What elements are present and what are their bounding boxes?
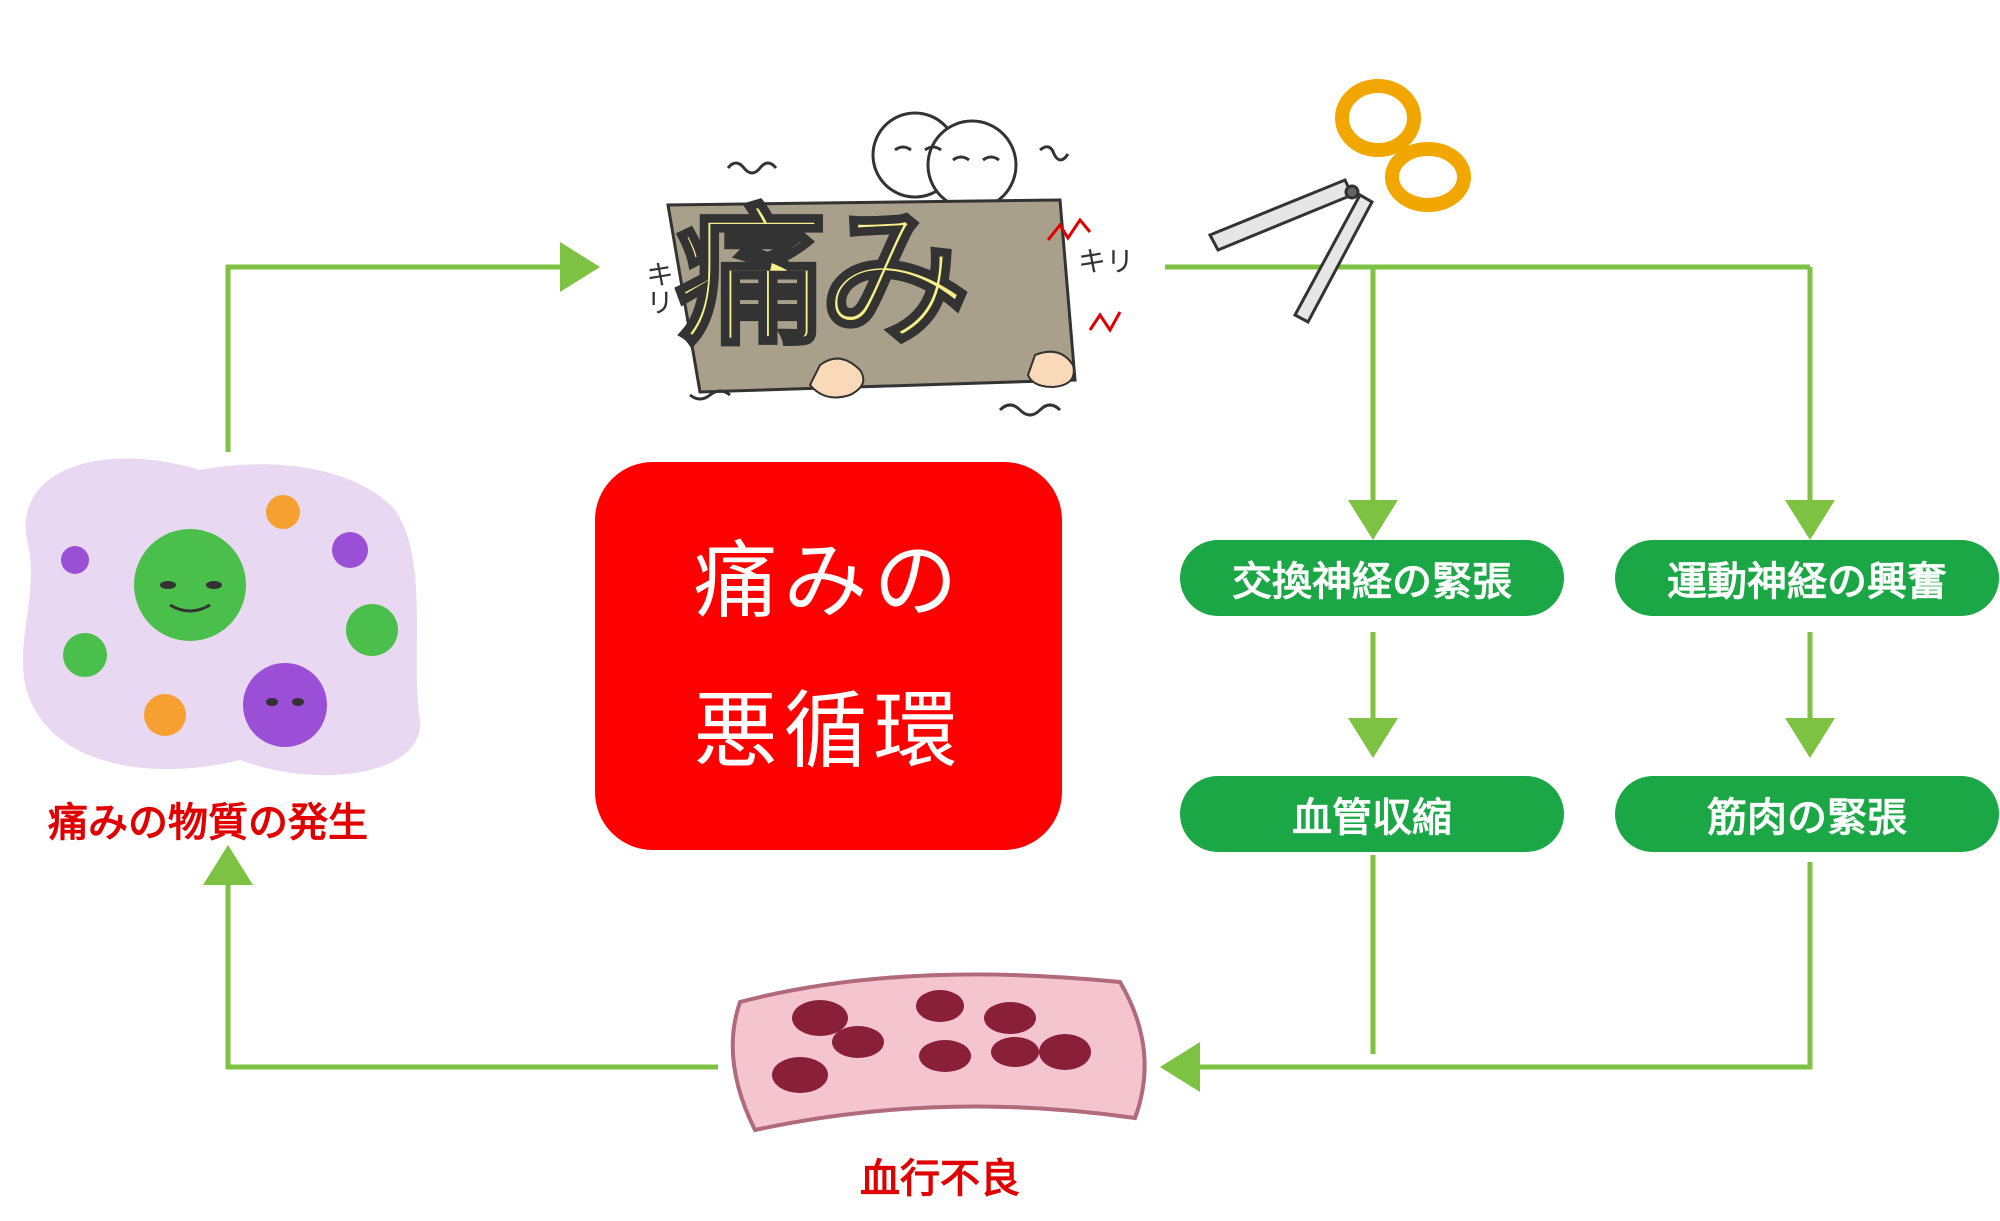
center-line-2: 悪循環 (693, 682, 964, 780)
center-line-1: 痛みの (693, 532, 964, 630)
pain-kiri-right: キリ (1078, 245, 1135, 278)
vicious-cycle-box: 痛みの 悪循環 (595, 462, 1062, 850)
pill-motor-excitation: 運動神経の興奮 (1615, 540, 1999, 616)
arrow-substance-to-pain (225, 242, 600, 452)
pill-muscle-tension: 筋肉の緊張 (1615, 776, 1999, 852)
pain-kiri-left: キリ (642, 260, 675, 316)
pill-vasoconstriction: 血管収縮 (1180, 776, 1564, 852)
pain-text: 痛み (674, 188, 972, 368)
arrow-circulation-to-substance (203, 845, 718, 1070)
label-pain-substance: 痛みの物質の発生 (48, 800, 368, 846)
label-poor-circulation: 血行不良 (860, 1156, 1020, 1202)
pill-sympathetic-tension: 交換神経の緊張 (1180, 540, 1564, 616)
arrow-muscle-to-circulation (1160, 862, 1813, 1092)
